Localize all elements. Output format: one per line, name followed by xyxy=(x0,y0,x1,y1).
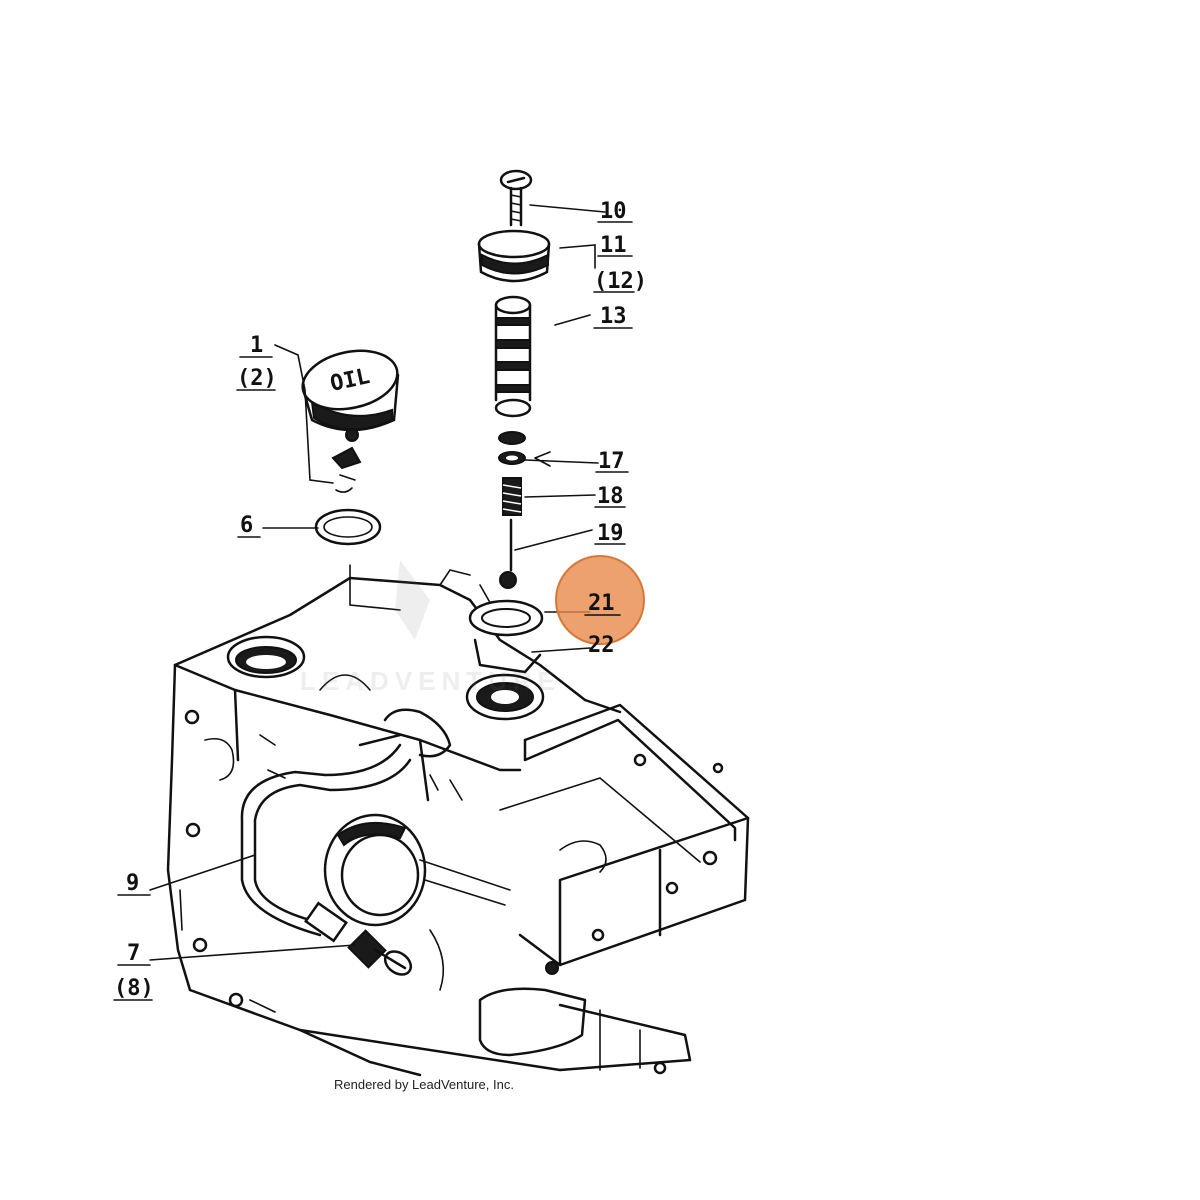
tube-assembly xyxy=(240,708,511,991)
callout-1: 1 xyxy=(250,333,263,358)
fitting-7 xyxy=(347,929,413,976)
callout-17: 17 xyxy=(598,449,625,474)
callout-21-highlight[interactable] xyxy=(555,555,645,645)
leader-lines xyxy=(149,204,606,961)
callouts: 10 11 (12) 13 17 18 19 21 22 1 (2) 6 9 7… xyxy=(113,199,647,1001)
oil-cap: OIL xyxy=(301,349,400,493)
callout-13: 13 xyxy=(600,304,627,329)
o-ring-6 xyxy=(314,508,401,611)
callout-8: (8) xyxy=(114,976,154,1001)
side-box xyxy=(499,703,750,975)
filter-stack xyxy=(468,169,551,637)
callout-10: 10 xyxy=(600,199,627,224)
callout-7: 7 xyxy=(127,941,140,966)
watermark: LEADVENTURE xyxy=(300,560,561,696)
callout-18: 18 xyxy=(597,484,624,509)
credit-line: Rendered by LeadVenture, Inc. xyxy=(334,1077,514,1092)
callout-6: 6 xyxy=(240,513,253,538)
callout-2: (2) xyxy=(237,366,277,391)
callout-11: 11 xyxy=(600,233,627,258)
callout-19: 19 xyxy=(597,521,624,546)
callout-21: 21 xyxy=(588,591,615,616)
callout-9: 9 xyxy=(126,871,139,896)
callout-22: 22 xyxy=(588,633,615,658)
cover-plate xyxy=(478,987,587,1057)
watermark-text: LEADVENTURE xyxy=(300,666,561,696)
callout-12: (12) xyxy=(594,269,647,294)
